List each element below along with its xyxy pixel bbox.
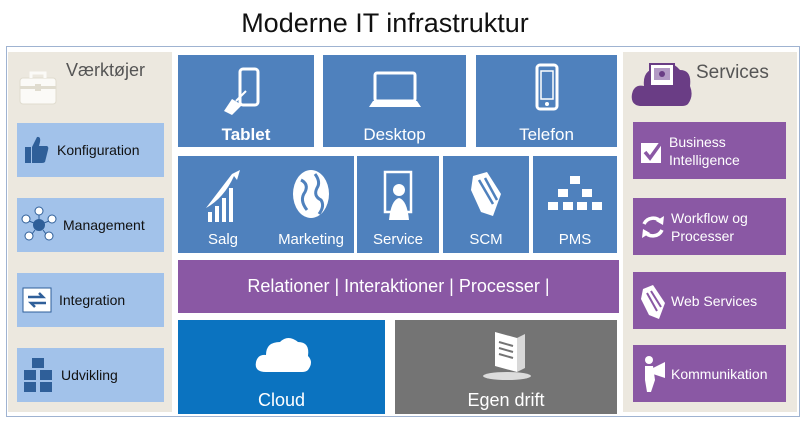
device-telefon-label: Telefon — [519, 125, 574, 144]
thumbs-up-icon — [25, 136, 49, 163]
app-service-label: Service — [372, 231, 424, 248]
phone-icon — [535, 63, 559, 111]
growth-bars-icon — [206, 170, 240, 222]
app-salg-label: Salg — [207, 231, 239, 248]
device-telefon[interactable]: Telefon — [476, 55, 617, 147]
app-salg[interactable]: Salg — [178, 156, 268, 253]
hosting-cloud[interactable]: Cloud — [178, 320, 385, 414]
relations-banner: Relationer | Interaktioner | Processer | — [178, 260, 619, 313]
app-pms[interactable]: PMS — [533, 156, 617, 253]
app-marketing-label: Marketing — [278, 231, 344, 248]
service-person-icon — [383, 170, 413, 220]
app-marketing[interactable]: Marketing — [268, 156, 354, 253]
app-pms-label: PMS — [558, 231, 592, 248]
device-desktop-label: Desktop — [363, 125, 426, 144]
hosting-egen-drift[interactable]: Egen drift — [395, 320, 617, 414]
service-business-intelligence[interactable]: Business Intelligence — [633, 122, 786, 179]
laptop-icon — [369, 71, 421, 107]
tool-management-label: Management — [63, 217, 145, 233]
tool-management[interactable]: Management — [17, 198, 164, 252]
toolbox-icon — [19, 71, 57, 105]
megaphone-icon — [645, 355, 665, 392]
device-tablet[interactable]: Tablet — [178, 55, 314, 147]
refresh-icon — [642, 215, 664, 238]
handshake-icon — [641, 284, 665, 319]
app-service[interactable]: Service — [357, 156, 439, 253]
page-title: Moderne IT infrastruktur — [241, 8, 529, 38]
service-kommunikation[interactable]: Kommunikation — [633, 345, 786, 402]
cloud-icon — [255, 338, 311, 372]
boxes-stack-icon — [24, 358, 52, 392]
arrows-exchange-icon — [22, 287, 52, 313]
checkbox-icon — [641, 138, 665, 163]
tool-integration[interactable]: Integration — [17, 273, 164, 327]
device-desktop[interactable]: Desktop — [323, 55, 466, 147]
tool-udvikling-label: Udvikling — [61, 367, 118, 383]
service-business-intelligence-label: Business Intelligence — [669, 133, 740, 168]
people-network-icon — [21, 206, 57, 241]
services-panel-title: Services — [696, 62, 769, 83]
tool-udvikling[interactable]: Udvikling — [17, 348, 164, 402]
tool-integration-label: Integration — [59, 292, 126, 308]
service-web-services-label: Web Services — [671, 292, 758, 309]
handshake-icon — [471, 172, 501, 216]
hosting-cloud-label: Cloud — [257, 390, 306, 410]
service-kommunikation-label: Kommunikation — [671, 365, 768, 382]
tools-panel-title: Værktøjer — [66, 60, 146, 80]
service-web-services[interactable]: Web Services — [633, 272, 786, 329]
tablet-stylus-icon — [224, 67, 260, 115]
tool-konfiguration[interactable]: Konfiguration — [17, 123, 164, 177]
globe-icon — [293, 170, 329, 218]
hosting-egen-drift-label: Egen drift — [467, 390, 545, 410]
device-tablet-label: Tablet — [221, 125, 271, 144]
service-workflow-label: Workflow og Processer — [671, 209, 748, 244]
tool-konfiguration-label: Konfiguration — [57, 142, 140, 158]
org-chart-icon — [548, 176, 602, 210]
cloud-computer-icon — [631, 63, 692, 106]
service-workflow[interactable]: Workflow og Processer — [633, 198, 786, 255]
app-scm[interactable]: SCM — [443, 156, 529, 253]
server-icon — [483, 332, 531, 380]
app-scm-label: SCM — [469, 231, 503, 248]
